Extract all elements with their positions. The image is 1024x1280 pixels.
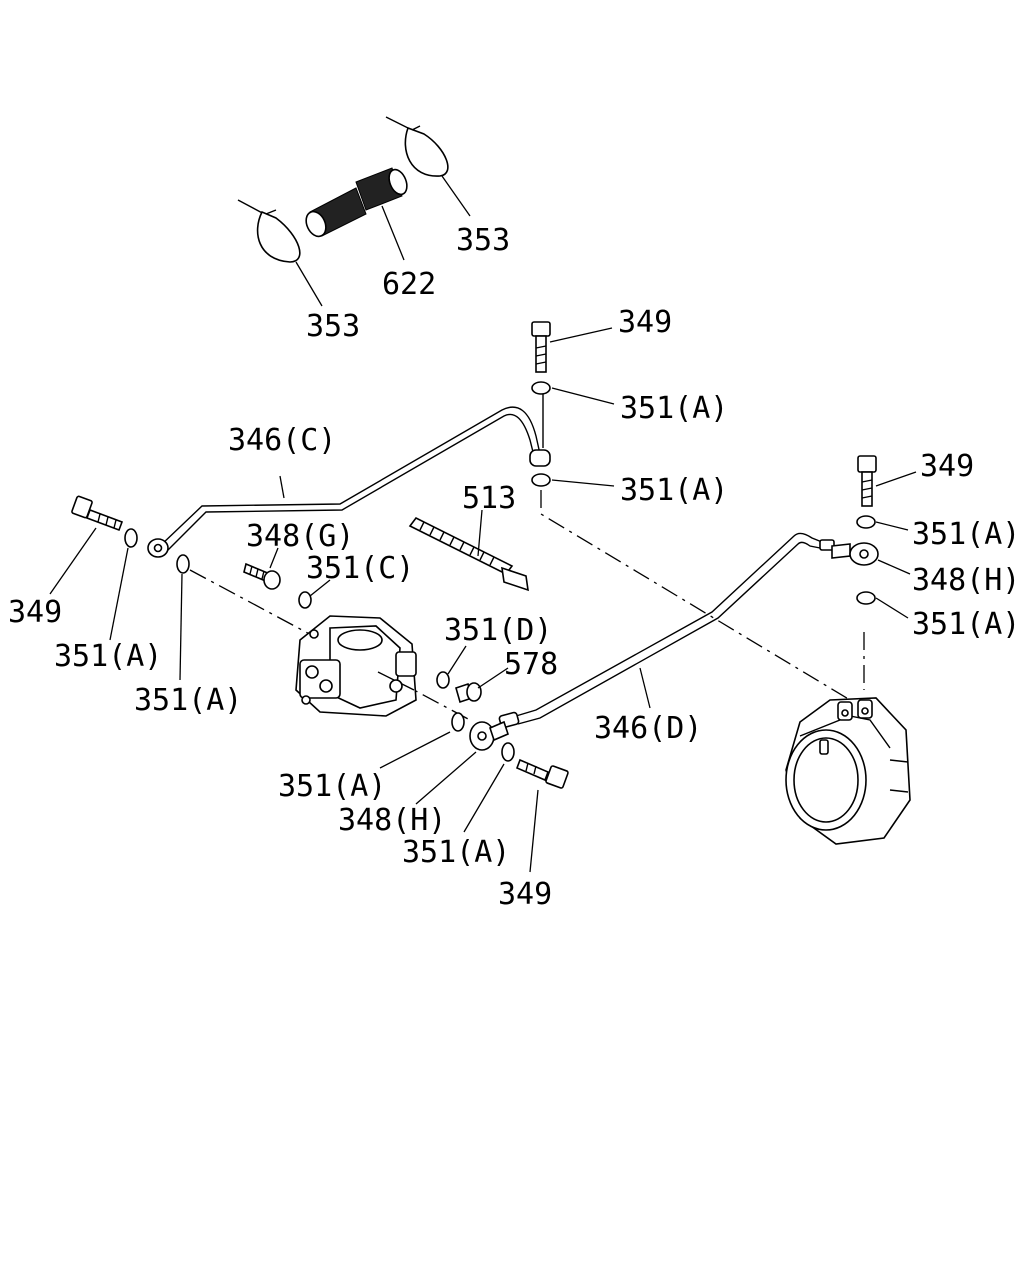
leader-351a-mid [379, 731, 451, 769]
label-622: 622 [382, 267, 436, 302]
label-351a-bottom: 351(A) [402, 835, 510, 870]
washer-left-2 [176, 554, 190, 574]
washer-right-2 [856, 591, 876, 605]
label-351a-top2: 351(A) [620, 473, 728, 508]
leader-353-right [441, 175, 471, 217]
hose-clip-right [385, 116, 449, 177]
leader-351a-right2 [875, 597, 909, 619]
pump-body [295, 615, 417, 717]
label-351a-mid: 351(A) [278, 769, 386, 804]
label-348g: 348(G) [246, 519, 354, 554]
leader-349-bottom [529, 789, 539, 873]
vacuum-pump [785, 697, 911, 845]
bolt-349-bottom [515, 758, 569, 789]
label-349-left: 349 [8, 595, 62, 630]
leader-513 [477, 509, 483, 557]
bolt-349-top [531, 321, 551, 373]
eye-bolt-348h-right [831, 542, 879, 566]
washer-top-2 [531, 473, 551, 487]
leader-351a-top1 [551, 387, 615, 405]
leader-622 [381, 205, 405, 261]
eye-bolt-348h-mid [469, 720, 509, 751]
label-351c: 351(C) [306, 551, 414, 586]
leader-351a-left2 [179, 573, 183, 681]
washer-mid [451, 712, 465, 732]
leader-346c [279, 475, 285, 499]
clamp-513 [408, 516, 529, 592]
leader-351a-right1 [875, 521, 909, 531]
label-349-right: 349 [920, 449, 974, 484]
leader-346d [639, 667, 651, 709]
label-353-right: 353 [456, 223, 510, 258]
bolt-349-left [71, 495, 124, 532]
leader-351a-left1 [109, 547, 129, 641]
label-578: 578 [504, 647, 558, 682]
label-351a-left1: 351(A) [54, 639, 162, 674]
leader-351a-bottom [463, 763, 505, 833]
leader-348h-right [877, 559, 911, 575]
pipe-346c [147, 406, 551, 558]
label-349-top: 349 [618, 305, 672, 340]
washer-bottom [501, 742, 515, 762]
leader-351d [447, 645, 467, 675]
washer-right-1 [856, 515, 876, 529]
leader-353-left [295, 261, 323, 307]
label-348h-mid: 348(H) [338, 803, 446, 838]
label-351a-right1: 351(A) [912, 517, 1020, 552]
hose-clip-left [237, 199, 301, 263]
label-513: 513 [462, 481, 516, 516]
washer-351d [436, 671, 450, 689]
label-353-left: 353 [306, 309, 360, 344]
washer-top-1 [531, 381, 551, 395]
plug-578 [455, 682, 482, 704]
label-351d: 351(D) [444, 613, 552, 648]
leader-349-left [49, 527, 97, 595]
label-351a-left2: 351(A) [134, 683, 242, 718]
leader-349-right [875, 471, 917, 487]
washer-351c [298, 591, 312, 609]
label-346c: 346(C) [228, 423, 336, 458]
pipe-346d [498, 532, 835, 729]
eye-bolt-348g [243, 562, 281, 590]
label-351a-right2: 351(A) [912, 607, 1020, 642]
leader-351a-top2 [551, 479, 615, 487]
leader-348h-mid [415, 751, 477, 805]
leader-351c [309, 579, 331, 597]
leader-578 [477, 667, 509, 689]
hose [305, 167, 408, 238]
leader-348g [269, 547, 279, 569]
leader-349-top [549, 327, 613, 343]
label-349-bottom: 349 [498, 877, 552, 912]
label-351a-top1: 351(A) [620, 391, 728, 426]
label-348h-right: 348(H) [912, 563, 1020, 598]
label-346d: 346(D) [594, 711, 702, 746]
bolt-349-right [857, 455, 877, 507]
washer-left-1 [124, 528, 138, 548]
